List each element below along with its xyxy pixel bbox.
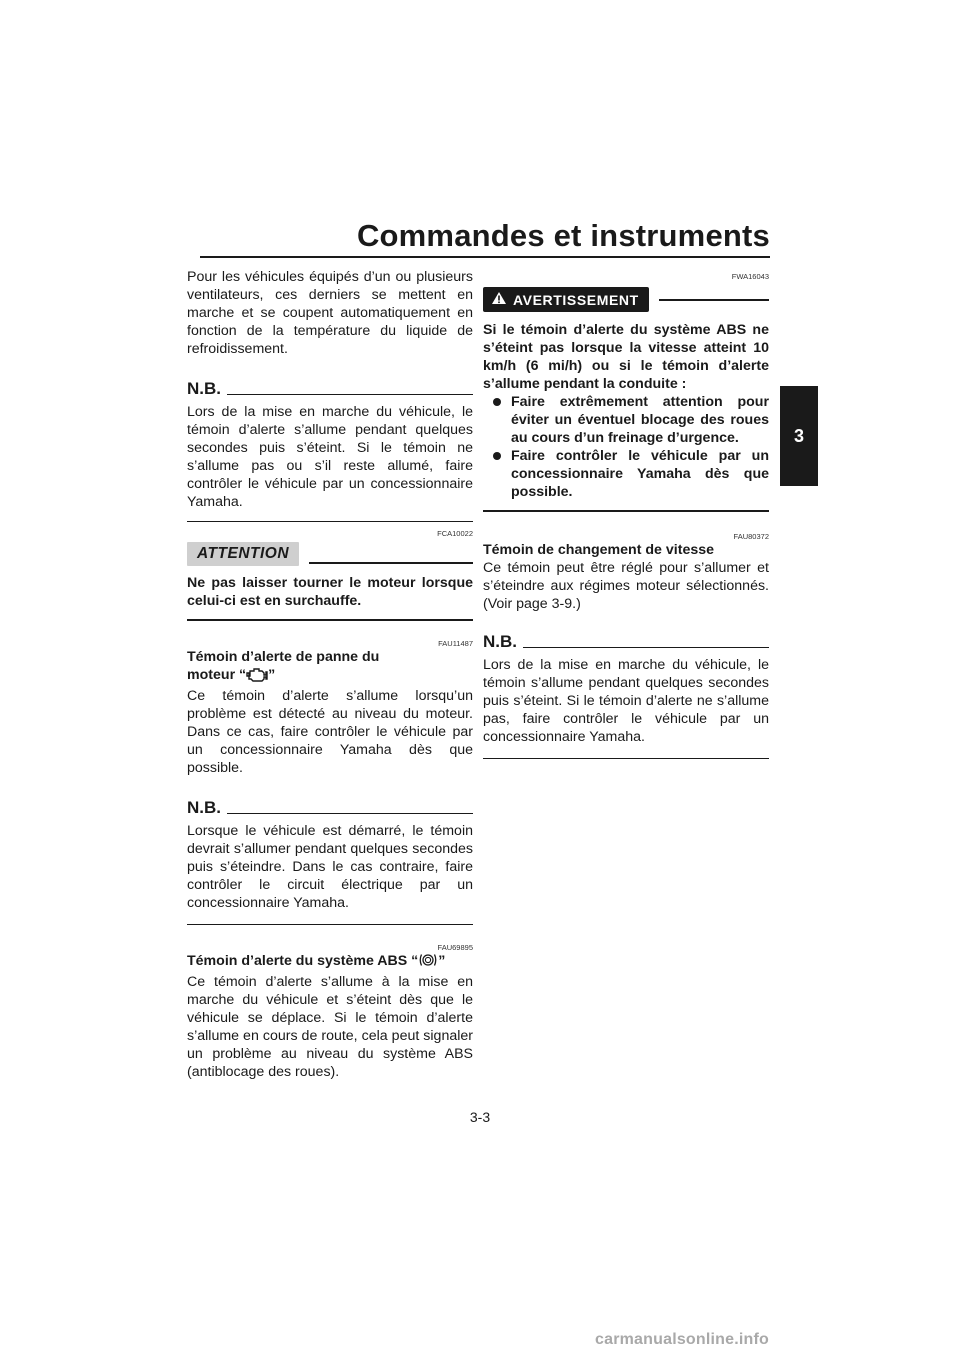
abs-code: FAU69895 <box>437 943 473 952</box>
left-column: Pour les véhicules équipés d’un ou plusi… <box>187 268 473 1081</box>
chapter-tab: 3 <box>780 386 818 486</box>
nb-label-1: N.B. <box>187 379 221 398</box>
warning-line <box>658 298 769 301</box>
warning-bullet-1-text: Faire extrêmement attention pour éviter … <box>511 394 769 446</box>
nb-end-rule-2 <box>187 924 473 925</box>
nb-text-3: Lors de la mise en marche du véhicule, l… <box>483 657 769 745</box>
right-column: FWA16043 AVERTISSEMENT Si le témoin d’al… <box>483 268 769 759</box>
engine-heading-post: ” <box>268 667 276 683</box>
nb-text-2: Lorsque le véhicule est démarré, le témo… <box>187 823 473 911</box>
title-rule <box>200 256 770 258</box>
warning-triangle-icon <box>491 291 507 308</box>
attention-label: ATTENTION <box>187 542 300 566</box>
warning-badge: AVERTISSEMENT <box>483 287 649 312</box>
warning-bullet-2: Faire contrôler le véhicule par un conce… <box>483 447 769 501</box>
engine-heading-pre: moteur “ <box>187 667 247 683</box>
page-title: Commandes et instruments <box>356 218 770 253</box>
nb-end-rule-3 <box>483 758 769 759</box>
bullet-icon <box>493 398 501 406</box>
attention-end-rule <box>187 619 473 621</box>
engine-code: FAU11487 <box>438 639 473 648</box>
engine-heading: Témoin d’alerte de panne du moteur “ ” <box>187 648 473 687</box>
nb-end-rule-1 <box>187 521 473 522</box>
nb-line-3 <box>523 647 769 648</box>
abs-heading: Témoin d’alerte du système ABS “ ” <box>187 952 473 973</box>
bullet-icon <box>493 452 501 460</box>
nb-line-2 <box>227 813 473 814</box>
attention-text: Ne pas laisser tourner le moteur lorsque… <box>187 575 473 609</box>
nb-header-1: N.B. <box>187 378 473 400</box>
shift-text: Ce témoin peut être réglé pour s’allumer… <box>483 560 769 612</box>
warning-end-rule <box>483 510 769 512</box>
abs-heading-post: ” <box>438 953 446 969</box>
attention-header: ATTENTION <box>187 542 473 566</box>
abs-text: Ce témoin d’alerte s’allume à la mise en… <box>187 974 473 1080</box>
warning-text: Si le témoin d’alerte du système ABS ne … <box>483 322 769 392</box>
engine-text: Ce témoin d’alerte s’allume lorsqu’un pr… <box>187 688 473 776</box>
warning-code: FWA16043 <box>731 272 769 281</box>
engine-warning-icon <box>246 666 268 687</box>
watermark: carmanualsonline.info <box>595 1331 770 1348</box>
attention-code: FCA10022 <box>437 529 473 538</box>
warning-bullet-2-text: Faire contrôler le véhicule par un conce… <box>511 448 769 500</box>
abs-warning-icon <box>418 952 438 973</box>
shift-heading: Témoin de changement de vitesse <box>483 542 715 558</box>
nb-text-1: Lors de la mise en marche du véhicule, l… <box>187 404 473 510</box>
engine-heading-line1: Témoin d’alerte de panne du <box>187 649 380 665</box>
nb-line-1 <box>227 394 473 395</box>
shift-code: FAU80372 <box>733 532 769 541</box>
nb-header-3: N.B. <box>483 631 769 653</box>
warning-bullets: Faire extrêmement attention pour éviter … <box>483 393 769 501</box>
nb-header-2: N.B. <box>187 797 473 819</box>
intro-paragraph: Pour les véhicules équipés d’un ou plusi… <box>187 269 473 357</box>
warning-bullet-1: Faire extrêmement attention pour éviter … <box>483 393 769 447</box>
page-number: 3-3 <box>469 1109 491 1125</box>
chapter-number: 3 <box>793 425 804 446</box>
abs-heading-pre: Témoin d’alerte du système ABS “ <box>187 953 419 969</box>
nb-label-2: N.B. <box>187 798 221 817</box>
warning-header: AVERTISSEMENT <box>483 287 769 312</box>
warning-label: AVERTISSEMENT <box>513 291 639 308</box>
nb-label-3: N.B. <box>483 632 517 651</box>
attention-line <box>309 562 473 564</box>
